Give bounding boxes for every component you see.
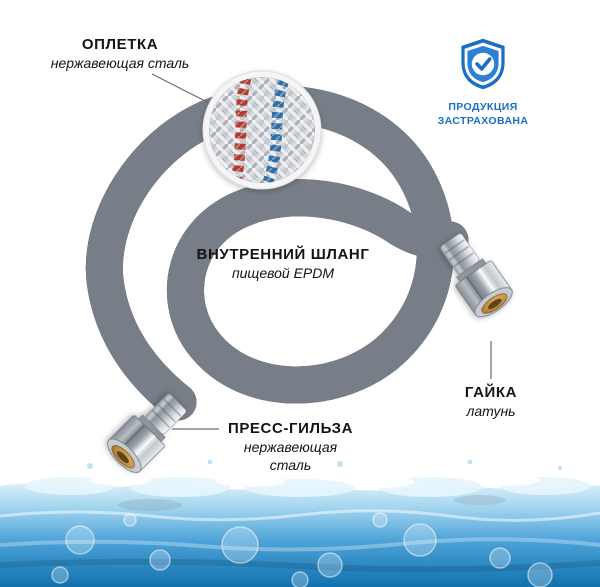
- shield-check-icon: [461, 38, 505, 90]
- insurance-badge-line1: ПРОДУКЦИЯ: [448, 101, 518, 113]
- braid-title: ОПЛЕТКА: [81, 36, 159, 53]
- inner-hose-label: ВНУТРЕННИЙ ШЛАНГ пищевой EPDM: [178, 246, 388, 283]
- insurance-badge-text: ПРОДУКЦИЯ ЗАСТРАХОВАНА: [428, 100, 538, 128]
- braided-hose: [104, 104, 450, 421]
- leader-lines: [151, 73, 492, 430]
- press-sleeve-subtitle-line1: нержавеющая: [243, 439, 338, 456]
- braid-subtitle: нержавеющая сталь: [50, 55, 190, 72]
- insurance-badge: ПРОДУКЦИЯ ЗАСТРАХОВАНА: [428, 34, 538, 128]
- braid-leader-line: [151, 73, 210, 104]
- nut-subtitle: латунь: [466, 403, 516, 420]
- magnifier-detail: [202, 70, 322, 190]
- inner-hose-title: ВНУТРЕННИЙ ШЛАНГ: [196, 246, 370, 263]
- braid-label: ОПЛЕТКА нержавеющая сталь: [30, 36, 210, 73]
- press-sleeve-label: ПРЕСС-ГИЛЬЗА нержавеющая сталь: [213, 420, 368, 474]
- inner-hose-subtitle: пищевой EPDM: [231, 265, 335, 282]
- insurance-badge-line2: ЗАСТРАХОВАНА: [437, 115, 529, 128]
- nut-title: ГАЙКА: [464, 384, 518, 401]
- press-sleeve-subtitle-line2: сталь: [269, 456, 312, 473]
- water-splash: [0, 459, 600, 587]
- press-sleeve-title: ПРЕСС-ГИЛЬЗА: [227, 420, 354, 437]
- nut-label: ГАЙКА латунь: [441, 384, 541, 421]
